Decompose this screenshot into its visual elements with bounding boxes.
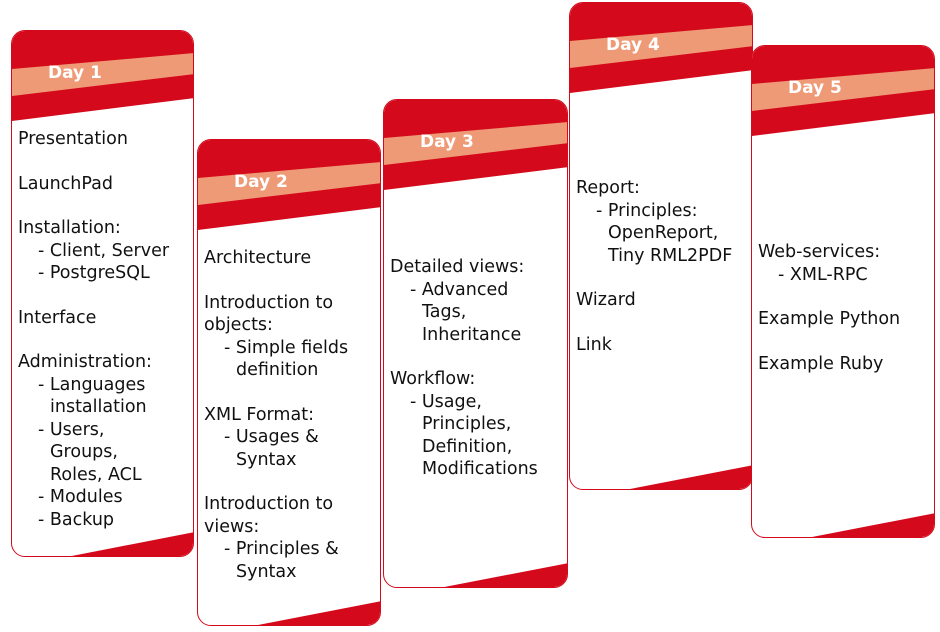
topic-heading: LaunchPad: [18, 173, 113, 194]
topic-subitem: definition: [236, 360, 319, 380]
day-card-4: Day 4 Report:- Principles:OpenReport,Tiny…: [569, 2, 753, 490]
footer-red-wedge: [258, 601, 380, 625]
topic-subitem: - Usage,: [410, 391, 482, 412]
topic-subitem: - Simple fields: [224, 337, 349, 358]
topic-subitem: - Languages: [38, 374, 146, 395]
topic-subitem: - Advanced: [410, 279, 509, 300]
topic-heading: Detailed views:: [390, 257, 525, 277]
topic-subitem: - Users,: [38, 419, 105, 440]
header-salmon-stripe: [12, 53, 193, 96]
topic-subitem: Tags,: [422, 302, 467, 322]
topic-subitem: Syntax: [236, 449, 297, 470]
topic-heading: XML Format:: [204, 404, 314, 425]
card-header-graphic: [198, 140, 380, 625]
topic-subitem: - Principles &: [224, 539, 339, 559]
topic-heading: Web-services:: [758, 242, 881, 262]
topic-subitem: - Client, Server: [38, 240, 170, 261]
footer-red-wedge: [812, 513, 934, 537]
topic-heading: Wizard: [576, 290, 636, 310]
header-salmon-stripe: [198, 162, 380, 205]
day-card-5: Day 5 Web-services:- XML-RPC Example Pytho…: [751, 45, 935, 538]
topic-subitem: - Backup: [38, 509, 115, 530]
topic-subitem: Modifications: [422, 459, 538, 479]
topic-heading: objects:: [204, 315, 273, 335]
topic-subitem: Roles, ACL: [50, 464, 142, 485]
topic-heading: Presentation: [18, 129, 128, 149]
topic-heading: Installation:: [18, 218, 121, 238]
card-header-graphic: [752, 46, 934, 537]
topic-subitem: OpenReport,: [608, 223, 719, 243]
footer-red-wedge: [444, 563, 567, 587]
topic-heading: Example Ruby: [758, 353, 884, 374]
topic-subitem: Syntax: [236, 561, 297, 582]
topic-subitem: - XML-RPC: [778, 264, 868, 285]
topic-heading: Introduction to: [204, 494, 334, 514]
topic-subitem: installation: [50, 397, 147, 417]
footer-red-wedge: [630, 465, 752, 489]
card-header-graphic: [384, 100, 567, 587]
day-label: Day 3: [420, 132, 474, 152]
topic-subitem: Inheritance: [422, 324, 522, 345]
day-label: Day 5: [788, 78, 842, 98]
topic-heading: views:: [204, 516, 260, 537]
topic-subitem: Principles,: [422, 414, 512, 434]
topic-heading: Introduction to: [204, 292, 334, 313]
topic-heading: Report:: [576, 178, 640, 198]
header-salmon-stripe: [570, 25, 752, 68]
topic-heading: Administration:: [18, 352, 152, 372]
topic-subitem: - PostgreSQL: [38, 263, 150, 283]
topic-subitem: - Modules: [38, 487, 123, 507]
topic-subitem: Groups,: [50, 442, 118, 462]
day-label: Day 1: [48, 63, 102, 83]
topic-subitem: - Principles:: [596, 200, 698, 221]
header-salmon-stripe: [384, 122, 567, 165]
card-header-graphic: [12, 31, 193, 556]
topic-subitem: Definition,: [422, 436, 513, 457]
topic-subitem: - Usages &: [224, 427, 319, 447]
day-label: Day 2: [234, 172, 288, 192]
topic-list: Report:- Principles:OpenReport,Tiny RML2…: [576, 177, 748, 356]
day-label: Day 4: [606, 35, 660, 55]
topic-heading: Interface: [18, 307, 97, 328]
topic-heading: Example Python: [758, 309, 901, 329]
header-salmon-stripe: [752, 68, 934, 111]
topic-heading: Architecture: [204, 248, 312, 268]
card-header-graphic: [570, 3, 752, 489]
footer-red-wedge: [71, 532, 193, 556]
topic-heading: Workflow:: [390, 369, 476, 389]
topic-heading: Link: [576, 334, 612, 355]
topic-subitem: Tiny RML2PDF: [608, 245, 733, 266]
